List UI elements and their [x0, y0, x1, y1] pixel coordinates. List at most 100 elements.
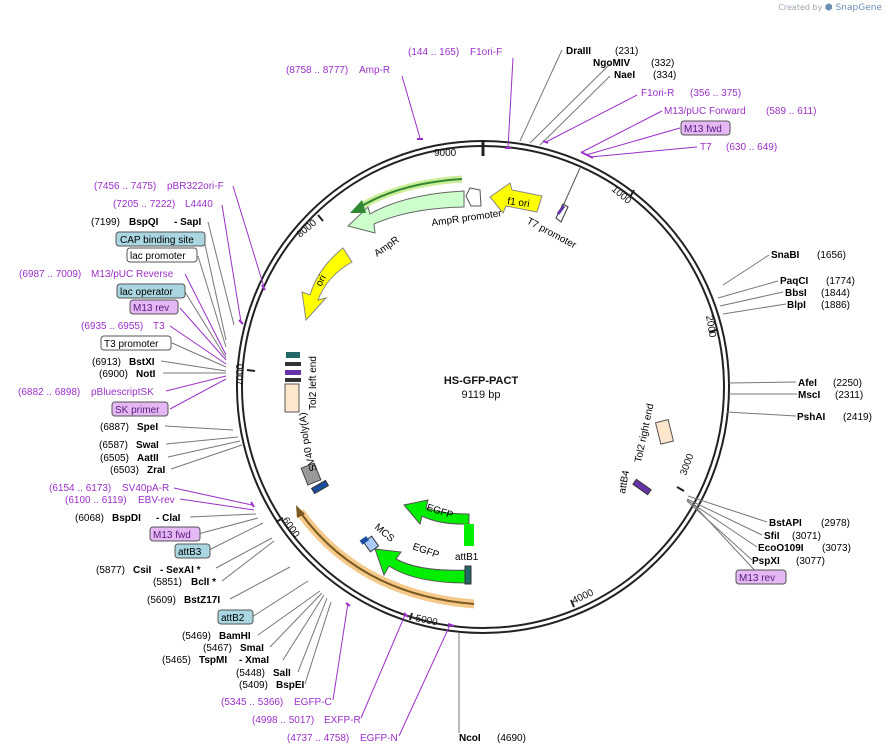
swai-label[interactable]: SwaI	[136, 440, 159, 451]
pblue-label[interactable]: pBluescriptSK	[91, 387, 154, 398]
t7-label[interactable]: T7	[700, 142, 712, 153]
bspqi-label[interactable]: BspQI	[129, 217, 159, 228]
pshai-pos: (2419)	[843, 412, 872, 423]
m13fwd-left-label[interactable]: M13 fwd	[153, 530, 191, 541]
bcli-label[interactable]: BclI *	[191, 577, 216, 588]
mcs-feature[interactable]: MCS	[359, 522, 397, 553]
m13puc-rev-label[interactable]: M13/pUC Reverse	[91, 269, 174, 280]
m13rev-left-label[interactable]: M13 rev	[133, 303, 169, 314]
afei-label[interactable]: AfeI	[798, 378, 817, 389]
ampr-r-label[interactable]: Amp-R	[359, 65, 390, 76]
t7-range: (630 .. 649)	[726, 142, 777, 153]
m13rev-right-label[interactable]: M13 rev	[739, 573, 775, 584]
aatii-label[interactable]: AatII	[137, 453, 159, 464]
m13puc-rev-range: (6987 .. 7009)	[19, 269, 81, 280]
tick-label: 5000	[414, 613, 438, 628]
m13fwd-top-label[interactable]: M13 fwd	[684, 124, 722, 135]
ncoi-label[interactable]: NcoI	[459, 733, 481, 744]
tol2-right-label: Tol2 right end	[633, 403, 656, 464]
lac-promoter-label[interactable]: lac promoter	[130, 251, 186, 262]
egfpc-label[interactable]: EGFP-C	[294, 697, 332, 708]
tick-label: 6000	[280, 515, 302, 540]
bstapi-pos: (2978)	[821, 518, 850, 529]
f1ori-f-label[interactable]: F1ori-F	[470, 47, 502, 58]
sv40-polya-feature[interactable]: SV40 poly(A) signal	[0, 0, 330, 495]
egfpn-label[interactable]: EGFP-N	[360, 733, 398, 744]
snabi-pos: (1656)	[817, 250, 846, 261]
sali-label[interactable]: SalI	[273, 668, 291, 679]
sexai-label[interactable]: - SexAI *	[160, 565, 201, 576]
egfp-feature-2[interactable]: EGFP	[374, 541, 468, 584]
clai-label[interactable]: - ClaI	[156, 513, 181, 524]
ori-feature[interactable]: ori	[301, 247, 353, 322]
ecoo-label[interactable]: EcoO109I	[758, 543, 804, 554]
sk-primer-label[interactable]: SK primer	[115, 405, 160, 416]
bstapi-label[interactable]: BstAPI	[769, 518, 802, 529]
spei-label[interactable]: SpeI	[137, 422, 158, 433]
m13puc-fwd-range: (589 .. 611)	[766, 106, 816, 117]
ngomiv-label[interactable]: NgoMIV	[593, 58, 631, 69]
pbr-range: (7456 .. 7475)	[94, 181, 156, 192]
sv40pa-label[interactable]: SV40pA-R	[122, 483, 169, 494]
pshai-label[interactable]: PshAI	[797, 412, 826, 423]
tick-label: 9000	[434, 148, 457, 159]
sali-pos: (5448)	[236, 668, 265, 679]
tick-label: 8000	[295, 217, 319, 240]
egfpc-range: (5345 .. 5366)	[221, 697, 283, 708]
cap-site-label[interactable]: CAP binding site	[120, 235, 194, 246]
smai-label[interactable]: SmaI	[240, 643, 264, 654]
blpi-label[interactable]: BlpI	[787, 300, 806, 311]
noti-label[interactable]: NotI	[136, 369, 156, 380]
zrai-label[interactable]: ZraI	[147, 465, 166, 476]
l4440-label[interactable]: L4440	[185, 199, 213, 210]
attb3-label[interactable]: attB3	[178, 547, 202, 558]
xmai-label[interactable]: - XmaI	[239, 655, 269, 666]
bamhi-label[interactable]: BamHI	[219, 631, 251, 642]
msci-label[interactable]: MscI	[798, 390, 820, 401]
ampr-r-primer-arc	[350, 175, 463, 213]
m13puc-fwd-label[interactable]: M13/pUC Forward	[664, 106, 746, 117]
f1-ori-feature[interactable]: f1 ori	[489, 182, 543, 214]
draiii-label[interactable]: DraIII	[566, 46, 591, 57]
aatii-pos: (6505)	[100, 453, 129, 464]
snapgene-credit: Created by ⬢ SnapGene	[778, 3, 882, 13]
t3-range: (6935 .. 6955)	[81, 321, 143, 332]
tick-label: 2000	[703, 315, 718, 339]
bstxi-label[interactable]: BstXI	[129, 357, 155, 368]
pspxi-label[interactable]: PspXI	[752, 556, 780, 567]
exfpr-label[interactable]: EXFP-R	[324, 715, 361, 726]
attb1-feature[interactable]: attB1	[455, 552, 479, 585]
msci-pos: (2311)	[835, 390, 863, 401]
sfii-label[interactable]: SfiI	[764, 531, 780, 542]
bspei-label[interactable]: BspEI	[276, 680, 305, 691]
sv40pa-range: (6154 .. 6173)	[49, 483, 111, 494]
egfp-feature-1[interactable]: EGFP	[403, 499, 474, 546]
snabi-label[interactable]: SnaBI	[771, 250, 800, 261]
t3-promoter-label[interactable]: T3 promoter	[104, 339, 159, 350]
sapi-label[interactable]: - SapI	[174, 217, 201, 228]
tol2-left-end-feature[interactable]: Tol2 left end	[284, 352, 319, 413]
f1ori-r-label[interactable]: F1ori-R	[641, 88, 674, 99]
attb4-feature[interactable]: attB4	[617, 469, 652, 496]
bstz-label[interactable]: BstZ17I	[184, 595, 220, 606]
leader-lines	[160, 49, 797, 737]
ring-ticks	[246, 141, 718, 621]
bspdi-label[interactable]: BspDI	[112, 513, 141, 524]
tspmi-label[interactable]: TspMI	[199, 655, 227, 666]
tol2-right-end-feature[interactable]: Tol2 right end	[633, 403, 675, 464]
lac-operator-label[interactable]: lac operator	[120, 287, 173, 298]
bottom-labels: (5345 .. 5366) EGFP-C (4998 .. 5017) EXF…	[221, 697, 526, 744]
csii-label[interactable]: CsiI	[133, 565, 152, 576]
left-labels: (7456 .. 7475) pBR322ori-F (7205 .. 7222…	[18, 181, 305, 691]
ebv-label[interactable]: EBV-rev	[138, 495, 175, 506]
tol2-left-label: Tol2 left end	[308, 356, 319, 410]
ampr-label: AmpR	[372, 235, 401, 260]
pbr-label[interactable]: pBR322ori-F	[167, 181, 224, 192]
paqci-label[interactable]: PaqCI	[780, 276, 809, 287]
naei-label[interactable]: NaeI	[614, 70, 635, 81]
bbsi-label[interactable]: BbsI	[785, 288, 807, 299]
attb2-label[interactable]: attB2	[221, 613, 245, 624]
bspdi-pos: (6068)	[75, 513, 104, 524]
t3-label[interactable]: T3	[153, 321, 165, 332]
